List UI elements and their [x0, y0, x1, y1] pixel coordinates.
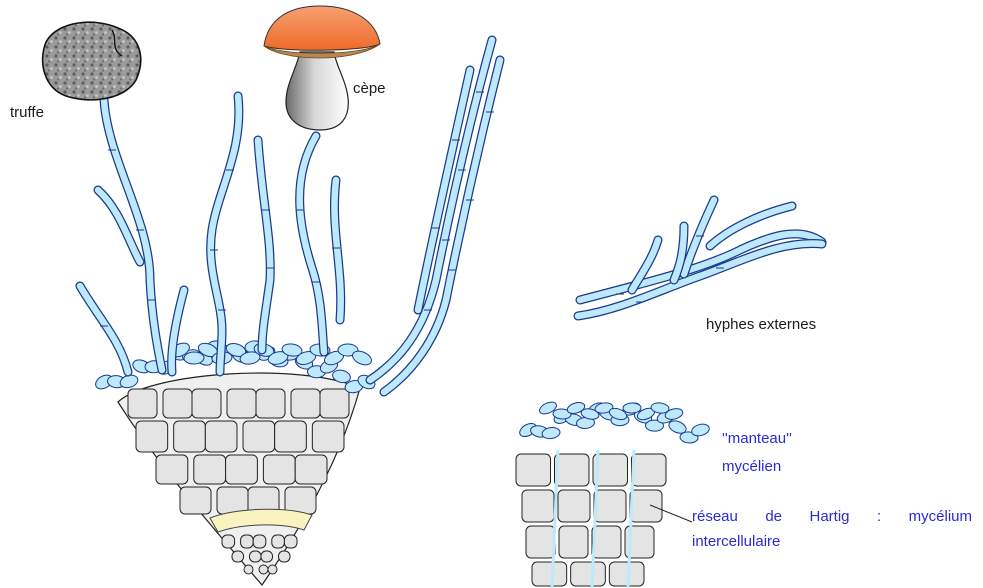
mantle-cell: [184, 352, 204, 365]
truffle-label: truffe: [10, 104, 44, 122]
isolated-hyphae-icon: [578, 200, 822, 316]
root-cell: [259, 565, 268, 574]
mantle-cell: [623, 403, 641, 413]
root-cell: [227, 389, 256, 418]
detail-cell: [558, 490, 590, 522]
root-tip: [118, 373, 360, 585]
hartig-label-line1: réseau de Hartig : mycélium: [692, 508, 972, 526]
detail-cell: [632, 454, 667, 486]
root-detail: [516, 400, 711, 588]
external-hyphae-label: hyphes externes: [706, 316, 816, 334]
detail-cell: [594, 490, 626, 522]
root-cell: [250, 551, 262, 562]
detail-cell: [609, 562, 644, 586]
root-cell: [174, 421, 206, 452]
root-cell: [244, 565, 253, 574]
cep-mushroom-icon: [264, 6, 380, 130]
root-cell: [261, 551, 273, 562]
detail-cell: [526, 526, 555, 558]
detail-cortex-cells: [516, 450, 666, 588]
detail-cell: [592, 526, 621, 558]
root-cell: [222, 535, 235, 548]
root-cell: [256, 389, 285, 418]
root-cell: [284, 535, 297, 548]
detail-cell: [555, 454, 590, 486]
root-cell: [241, 535, 254, 548]
root-cell: [163, 389, 192, 418]
hypha-outline: [384, 60, 500, 392]
hypha-fill: [418, 70, 470, 310]
root-cell: [156, 455, 188, 484]
root-cell: [279, 551, 291, 562]
cep-label: cèpe: [353, 80, 386, 98]
detail-cell: [516, 454, 551, 486]
hypha-fill: [300, 136, 324, 352]
detail-mantle-hyphae: [517, 400, 710, 444]
detail-cell: [522, 490, 554, 522]
root-cell: [194, 455, 226, 484]
mantle-label-line2: mycélien: [722, 458, 781, 476]
root-cell: [232, 551, 244, 562]
hartig-label-line2: intercellulaire: [692, 533, 780, 551]
root-cell: [226, 455, 258, 484]
root-cell: [205, 421, 237, 452]
detail-cell: [559, 526, 588, 558]
truffle-icon: [43, 22, 141, 100]
detail-cell: [571, 562, 606, 586]
root-cell: [136, 421, 168, 452]
root-cell: [268, 565, 277, 574]
root-cell: [291, 389, 320, 418]
root-cell: [272, 535, 285, 548]
detail-cell: [532, 562, 567, 586]
root-cell: [253, 535, 266, 548]
root-cell: [275, 421, 307, 452]
root-cell: [263, 455, 295, 484]
root-cell: [180, 487, 211, 514]
root-cell: [243, 421, 275, 452]
root-cell: [192, 389, 221, 418]
root-cell: [320, 389, 349, 418]
hypha-fill: [334, 180, 340, 320]
root-cell: [312, 421, 344, 452]
mantle-label-line1: ''manteau'': [722, 430, 792, 448]
root-cell: [217, 487, 248, 514]
hypha-fill: [384, 60, 500, 392]
root-cell: [128, 389, 157, 418]
detail-cell: [630, 490, 662, 522]
root-cell: [295, 455, 327, 484]
